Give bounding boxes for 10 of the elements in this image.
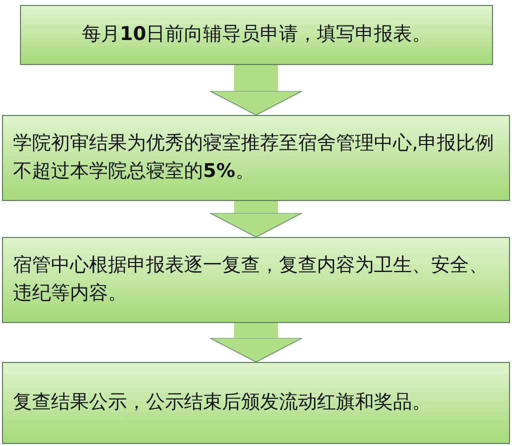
block-arrow bbox=[210, 65, 302, 116]
process-box bbox=[2, 115, 510, 201]
step-text: 复查结果公示，公示结束后颁发流动红旗和奖品。 bbox=[13, 390, 431, 416]
step-text: 学院初审结果为优秀的寝室推荐至宿舍管理中心,申报比例不超过本学院总寝室的5%。 bbox=[13, 131, 496, 184]
process-box bbox=[2, 362, 510, 444]
process-box bbox=[2, 237, 510, 323]
block-arrow bbox=[210, 201, 302, 238]
block-arrow bbox=[210, 323, 302, 362]
step-text: 宿管中心根据申报表逐一复查，复查内容为卫生、安全、违纪等内容。 bbox=[13, 253, 489, 306]
process-box bbox=[20, 5, 493, 65]
